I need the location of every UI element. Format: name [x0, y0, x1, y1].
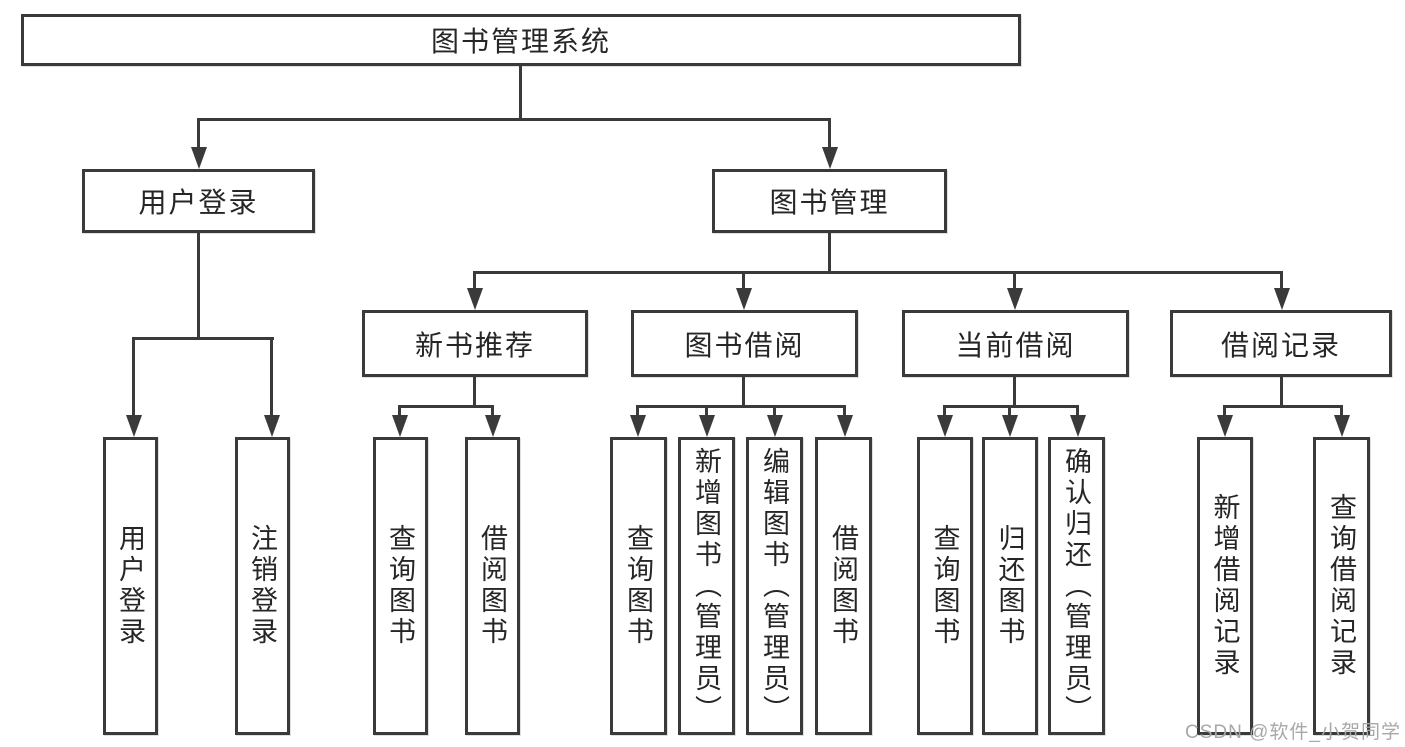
connector-line [1008, 405, 1011, 418]
leaf-query-book-recommend: 查询图书 [373, 437, 428, 735]
leaf-query-book-borrow: 查询图书 [610, 437, 667, 735]
connector-line [519, 66, 522, 121]
arrowhead-down-icon [1217, 415, 1233, 437]
arrowhead-down-icon [1334, 415, 1350, 437]
arrowhead-down-icon [191, 147, 207, 169]
arrowhead-down-icon [1070, 415, 1086, 437]
connector-line [1013, 377, 1016, 408]
leaf-add-book-admin: 新增图书（管理员） [678, 437, 735, 735]
connector-line [270, 337, 273, 418]
connector-line [398, 405, 494, 408]
arrowhead-down-icon [485, 415, 501, 437]
connector-line [473, 271, 476, 291]
node-current-borrow: 当前借阅 [902, 310, 1129, 377]
arrowhead-down-icon [767, 415, 783, 437]
connector-line [705, 405, 708, 418]
arrowhead-down-icon [1007, 288, 1023, 310]
connector-line [1076, 405, 1079, 418]
node-book-borrow: 图书借阅 [631, 310, 858, 377]
node-borrow-records: 借阅记录 [1170, 310, 1392, 377]
connector-line [1280, 377, 1283, 408]
connector-line [1013, 271, 1016, 291]
leaf-user-login: 用户登录 [103, 437, 158, 735]
connector-line [843, 405, 846, 418]
arrowhead-down-icon [937, 415, 953, 437]
csdn-watermark: CSDN @软件_小贺同学 [1185, 722, 1401, 743]
leaf-query-book-current: 查询图书 [917, 437, 973, 735]
connector-line [636, 405, 846, 408]
connector-line [773, 405, 776, 418]
connector-line [197, 233, 200, 340]
connector-line [1280, 271, 1283, 291]
leaf-borrow-book-recommend: 借阅图书 [465, 437, 520, 735]
leaf-return-book: 归还图书 [982, 437, 1038, 735]
connector-line [943, 405, 1079, 408]
arrowhead-down-icon [1002, 415, 1018, 437]
connector-line [132, 337, 135, 418]
connector-line [132, 337, 274, 340]
node-book-management: 图书管理 [712, 169, 947, 233]
arrowhead-down-icon [736, 288, 752, 310]
connector-line [636, 405, 639, 418]
connector-line [197, 118, 831, 121]
arrowhead-down-icon [822, 147, 838, 169]
connector-line [828, 118, 831, 150]
arrowhead-down-icon [392, 415, 408, 437]
connector-line [1340, 405, 1343, 418]
arrowhead-down-icon [467, 288, 483, 310]
arrowhead-down-icon [837, 415, 853, 437]
leaf-query-borrow-record: 查询借阅记录 [1313, 437, 1370, 735]
connector-line [742, 271, 745, 291]
arrowhead-down-icon [126, 415, 142, 437]
node-system-root: 图书管理系统 [21, 14, 1021, 66]
connector-line [1223, 405, 1343, 408]
connector-line [398, 405, 401, 418]
node-user-login: 用户登录 [82, 169, 315, 233]
connector-line [742, 377, 745, 408]
connector-line [473, 271, 1283, 274]
arrowhead-down-icon [699, 415, 715, 437]
arrowhead-down-icon [630, 415, 646, 437]
connector-line [1223, 405, 1226, 418]
leaf-logout: 注销登录 [235, 437, 290, 735]
connector-line [828, 233, 831, 274]
connector-line [473, 377, 476, 408]
leaf-add-borrow-record: 新增借阅记录 [1197, 437, 1253, 735]
connector-line [491, 405, 494, 418]
connector-line [943, 405, 946, 418]
node-new-book-recommend: 新书推荐 [362, 310, 588, 377]
leaf-edit-book-admin: 编辑图书（管理员） [746, 437, 803, 735]
connector-line [197, 118, 200, 150]
arrowhead-down-icon [264, 415, 280, 437]
leaf-borrow-book: 借阅图书 [815, 437, 872, 735]
leaf-confirm-return-admin: 确认归还（管理员） [1048, 437, 1105, 735]
arrowhead-down-icon [1274, 288, 1290, 310]
